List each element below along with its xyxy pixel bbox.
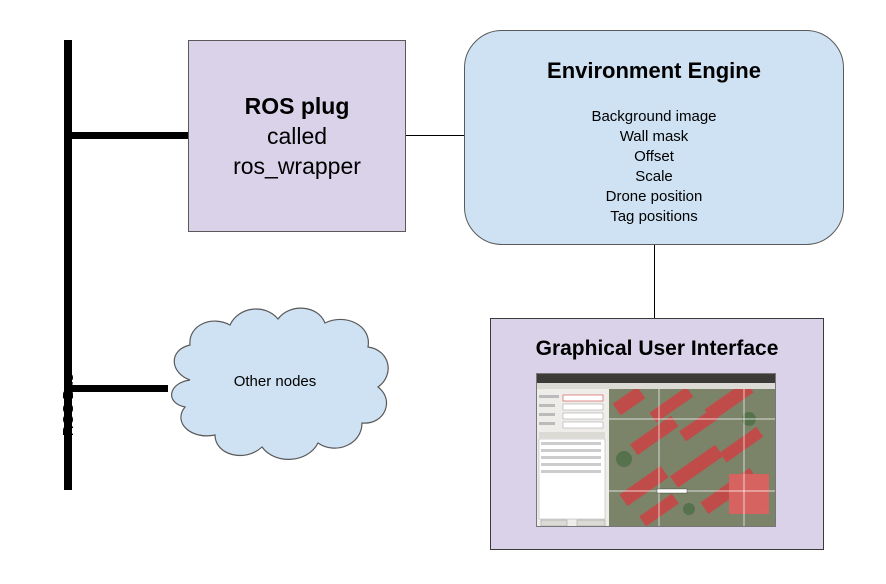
connector-plug-engine <box>406 135 464 136</box>
engine-item: Wall mask <box>619 128 689 145</box>
environment-engine-items: Background image Wall mask Offset Scale … <box>465 107 843 227</box>
environment-engine-box: Environment Engine Background image Wall… <box>464 30 844 245</box>
thumbnail-side-panel <box>537 389 609 526</box>
engine-item: Scale <box>635 168 673 185</box>
connector-engine-gui <box>654 245 655 318</box>
environment-engine-title: Environment Engine <box>547 58 761 83</box>
ros-plug-title: ROS plug <box>244 93 350 119</box>
ros-bus-line <box>64 40 72 490</box>
bus-branch-ros-plug <box>72 132 188 139</box>
other-nodes-cloud <box>171 307 389 460</box>
ros-plug-line-2: ros_wrapper <box>233 153 361 179</box>
engine-item: Background image <box>591 108 717 125</box>
thumbnail-panel-graphic <box>538 394 606 526</box>
thumbnail-map-graphic <box>609 389 775 526</box>
gui-title: Graphical User Interface <box>535 337 779 360</box>
ros-plug-line-1: called <box>266 123 328 149</box>
ros-bus-label: ROS Bus <box>60 373 77 437</box>
thumbnail-titlebar <box>537 374 775 383</box>
other-nodes-label: Other nodes <box>233 373 317 390</box>
thumbnail-menubar <box>537 383 775 389</box>
engine-item: Offset <box>634 148 674 165</box>
engine-item: Tag positions <box>610 208 698 225</box>
thumbnail-map <box>609 389 775 526</box>
engine-item: Drone position <box>605 188 703 205</box>
gui-screenshot-thumbnail <box>536 373 776 527</box>
ros-plug-box: ROS plug called ros_wrapper <box>188 40 406 232</box>
bus-branch-other-nodes <box>72 385 168 392</box>
